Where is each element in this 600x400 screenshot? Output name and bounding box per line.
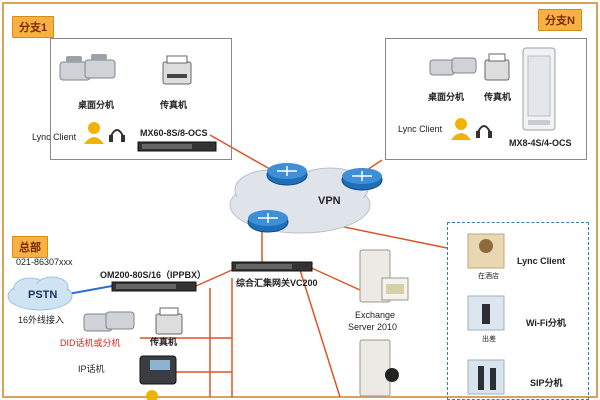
desk-phone-icon <box>83 311 135 332</box>
hq-fax-label: 传真机 <box>150 337 178 347</box>
mobile-sip-label: SIP分机 <box>530 378 563 388</box>
did-label: DID话机或分机 <box>60 338 121 348</box>
server-tower-icon <box>522 47 556 131</box>
branch1-fax-label: 传真机 <box>160 100 188 110</box>
mobile-lync-label: Lync Client <box>517 256 566 266</box>
hq-phone-number: 021-86307xxx <box>16 257 73 267</box>
branchN-fax-label: 传真机 <box>484 92 512 102</box>
user-icon <box>146 390 158 400</box>
branchN-tag: 分支N <box>538 9 582 31</box>
branchN-device-label: MX8-4S/4-OCS <box>509 138 572 148</box>
branchN-lync-label: Lync Client <box>398 124 443 134</box>
user-icon <box>84 122 104 144</box>
pstn-label: PSTN <box>28 289 58 301</box>
hq-tag: 总部 <box>12 236 48 258</box>
desk-phone-icon <box>59 54 116 81</box>
ippbx-label: OM200-80S/16（IPPBX） <box>100 270 207 280</box>
headset-icon <box>109 129 125 142</box>
link-exchange <box>304 264 361 291</box>
trunk-label: 16外线接入 <box>18 315 65 325</box>
fax-icon <box>155 307 183 335</box>
photo-travel <box>467 295 505 331</box>
gateway-device-icon <box>137 141 217 152</box>
vpn-label: VPN <box>318 195 341 207</box>
gateway-label: 综合汇集网关VC200 <box>236 278 318 288</box>
exchange-label-line1: Exchange <box>355 310 396 320</box>
server-icon <box>359 339 399 397</box>
link-server2 <box>299 269 341 398</box>
ip-phone-icon <box>139 355 177 385</box>
branch1-desk-phone-label: 桌面分机 <box>78 100 115 110</box>
gateway-device-icon <box>231 261 313 272</box>
link-pstn-pbx <box>67 285 113 295</box>
router-icon <box>341 168 383 191</box>
fax-icon <box>484 53 510 81</box>
ip-phone-label: IP话机 <box>78 364 105 374</box>
branchN-desk-phone-label: 桌面分机 <box>428 92 465 102</box>
branch1-box <box>50 38 232 160</box>
branch1-tag: 分支1 <box>12 16 55 38</box>
headset-icon <box>476 125 492 138</box>
desk-phone-icon <box>429 57 477 76</box>
photo-hotel <box>467 233 505 269</box>
photo-sip <box>467 359 505 395</box>
link-branch1-vpn <box>209 134 276 173</box>
user-icon <box>451 118 471 140</box>
router-icon <box>266 163 308 186</box>
exchange-server-icon <box>359 249 409 303</box>
branch1-device-label: MX60-8S/8-OCS <box>140 128 208 138</box>
pstn-cloud <box>7 276 73 311</box>
mobile-wifi-label: Wi-Fi分机 <box>526 318 566 328</box>
link-pbx-gateway <box>195 269 233 287</box>
mobile-photo2-caption: 出差 <box>482 336 496 343</box>
mobile-photo1-caption: 在酒店 <box>478 273 499 280</box>
router-icon <box>247 210 289 233</box>
branch1-lync-label: Lync Client <box>32 132 77 142</box>
pbx-device-icon <box>111 281 197 292</box>
branchN-box <box>385 38 587 160</box>
fax-icon <box>162 55 192 85</box>
exchange-label-line2: Server 2010 <box>348 322 398 332</box>
mobile-box <box>447 222 589 400</box>
